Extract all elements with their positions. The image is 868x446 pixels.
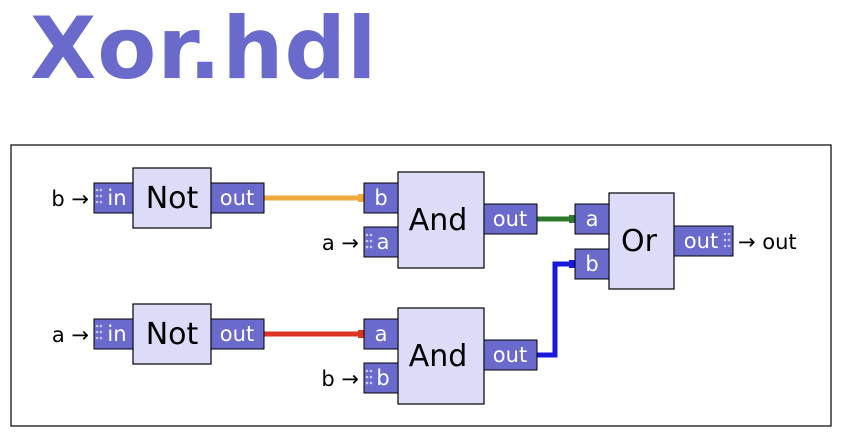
not-gate-1-out-port [210, 182, 265, 214]
and-gate-2-in-b-port [363, 362, 399, 394]
and-gate-1-in-b-port [363, 182, 399, 214]
output-label-out: → out [738, 230, 797, 254]
wire-and2-to-or [537, 261, 575, 358]
and-gate-1-in-b-label: b [374, 186, 387, 210]
not-gate-2-out-port [210, 318, 265, 350]
wire-and2-to-or-end [569, 260, 576, 268]
wire-and1-to-or-end [569, 215, 576, 223]
and-gate-2-in-b-label: b [376, 366, 389, 390]
and-gate-1: And b a out [363, 171, 538, 269]
or-gate-in-a-label: a [586, 207, 599, 231]
not-gate-2: Not in out [93, 303, 265, 365]
not-gate-2-in-port [93, 318, 134, 350]
or-gate-in-a-port [574, 203, 610, 235]
and-gate-1-in-a-label: a [377, 230, 390, 254]
and-gate-1-in-a-port [363, 226, 399, 258]
and-gate-1-out-port [483, 203, 538, 235]
or-gate-in-b-label: b [585, 252, 598, 276]
wire-not2-to-and2-end [358, 330, 365, 338]
page-title: Xor.hdl [30, 0, 378, 99]
and-gate-1-body [397, 171, 485, 269]
input-label-not2: a → [52, 323, 89, 347]
not-gate-2-out-label: out [220, 322, 254, 346]
or-gate-label: Or [621, 224, 658, 259]
and-gate-2-out-label: out [493, 343, 527, 367]
pin-marker-not1-in [95, 188, 103, 204]
or-gate: Or a b out [574, 192, 734, 290]
not-gate-1-in-port [93, 182, 134, 214]
and-gate-2-out-port [483, 339, 538, 371]
pin-marker-not2-in [95, 324, 103, 340]
and-gate-2-in-a-port [363, 318, 399, 350]
not-gate-1-out-label: out [220, 186, 254, 210]
pin-marker-or-out [723, 232, 731, 248]
and-gate-2-label: And [409, 339, 468, 374]
pin-marker-and2-b [365, 369, 373, 385]
not-gate-1-label: Not [146, 181, 199, 216]
and-gate-2: And a b out [363, 307, 538, 405]
pin-marker-and1-a [365, 233, 373, 249]
and-gate-1-out-label: out [493, 207, 527, 231]
input-label-and2-b: b → [321, 367, 359, 391]
pin-markers [95, 188, 731, 385]
or-gate-in-b-port [574, 248, 610, 280]
not-gate-1: Not in out [93, 167, 265, 229]
not-gate-2-in-label: in [107, 322, 126, 346]
input-label-not1: b → [51, 187, 89, 211]
or-gate-out-port [673, 225, 734, 257]
wire-not1-to-and1-end [358, 194, 365, 202]
not-gate-1-body [132, 167, 212, 229]
and-gate-1-label: And [409, 203, 468, 238]
or-gate-out-label: out [684, 229, 718, 253]
input-label-and1-a: a → [322, 231, 359, 255]
not-gate-1-in-label: in [107, 186, 126, 210]
and-gate-2-in-a-label: a [375, 322, 388, 346]
not-gate-2-label: Not [146, 317, 199, 352]
